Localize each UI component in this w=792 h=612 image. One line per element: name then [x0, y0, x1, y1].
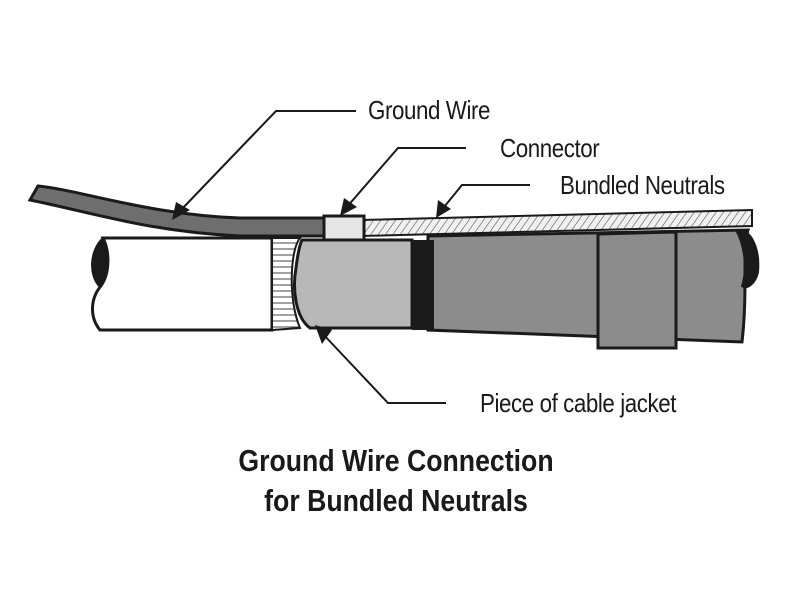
- cable-jacket-piece: [293, 238, 414, 330]
- bundled-neutrals-arrowhead: [436, 200, 451, 218]
- jacket-piece-arrowhead: [315, 325, 332, 344]
- label-ground-wire: Ground Wire: [368, 95, 491, 125]
- cable-dark-body: [426, 228, 751, 344]
- gray-tape-sleeve: [596, 230, 678, 350]
- jacket-piece-leader: [321, 332, 446, 404]
- bundled-neutrals-leader: [439, 184, 530, 213]
- label-bundled-neutrals: Bundled Neutrals: [560, 170, 725, 200]
- label-cable-jacket-piece: Piece of cable jacket: [480, 388, 677, 418]
- connector-arrowhead: [340, 198, 357, 216]
- right-cable-end-face: [734, 228, 760, 288]
- label-connector: Connector: [500, 133, 600, 163]
- connector-leader: [345, 147, 466, 209]
- caption-line-2: for Bundled Neutrals: [264, 483, 528, 518]
- connector-body: [322, 214, 366, 242]
- cable-jacket-white: [91, 236, 274, 332]
- exposed-neutral-wrap: [271, 237, 303, 332]
- caption-line-1: Ground Wire Connection: [238, 443, 554, 478]
- black-tape-band: [412, 240, 434, 330]
- ground-wire-arrowhead: [172, 202, 190, 220]
- ground-wire-leader: [179, 110, 356, 212]
